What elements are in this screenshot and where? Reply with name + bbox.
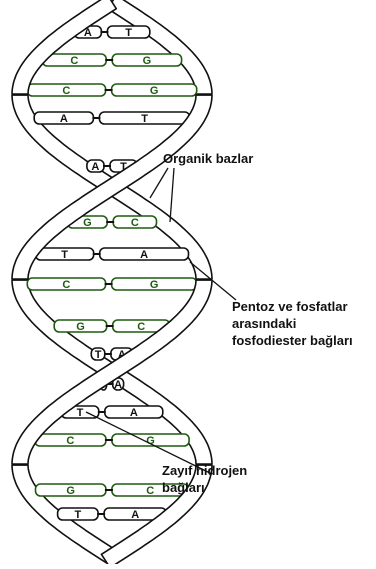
- base-letter: T: [141, 113, 148, 125]
- label-phosphodiester-line-3: fosfodiester bağları: [232, 332, 353, 349]
- base-right-G: G: [112, 54, 181, 67]
- base-left-G: G: [36, 484, 106, 497]
- base-left-C: C: [42, 54, 106, 67]
- label-hydrogen-bonds: Zayıf hidrojen bağları: [162, 462, 247, 496]
- base-letter: C: [137, 321, 145, 333]
- label-phosphodiester-line-2: arasındaki: [232, 315, 353, 332]
- base-right-A: A: [100, 248, 189, 261]
- label-organic-bases: Organik bazlar: [163, 150, 253, 167]
- base-left-T: T: [36, 248, 94, 261]
- base-left-C: C: [35, 434, 106, 447]
- base-letter: A: [131, 509, 139, 521]
- strand-2-front-segment-1: [12, 0, 116, 94]
- base-letter: A: [60, 113, 68, 125]
- base-letter: C: [70, 55, 78, 67]
- base-letter: C: [146, 485, 154, 497]
- leader-organic-bases-1: [150, 168, 168, 198]
- base-letter: A: [91, 161, 99, 173]
- base-letter: G: [150, 85, 159, 97]
- base-letter: G: [66, 485, 75, 497]
- base-letter: C: [131, 217, 139, 229]
- base-right-T: T: [99, 112, 189, 125]
- base-letter: T: [61, 249, 68, 261]
- base-letter: G: [83, 217, 92, 229]
- base-letter: G: [150, 279, 159, 291]
- base-left-G: G: [54, 320, 106, 333]
- base-left-C: C: [27, 278, 105, 291]
- base-left-T: T: [91, 348, 105, 361]
- label-hydrogen-line-1: Zayıf hidrojen: [162, 462, 247, 479]
- base-letter: G: [143, 55, 152, 67]
- label-phosphodiester-bonds: Pentoz ve fosfatlar arasındaki fosfodies…: [232, 298, 353, 349]
- base-letter: T: [95, 349, 102, 361]
- base-pairs: ATCGCGATATGCTACGGCTATATACGGCTA: [27, 26, 196, 521]
- base-left-C: C: [27, 84, 105, 97]
- base-right-C: C: [113, 216, 156, 229]
- base-letter: C: [62, 85, 70, 97]
- base-letter: G: [76, 321, 85, 333]
- base-right-A: A: [105, 406, 163, 419]
- label-hydrogen-line-2: bağları: [162, 479, 247, 496]
- label-phosphodiester-line-1: Pentoz ve fosfatlar: [232, 298, 353, 315]
- base-left-A: A: [87, 160, 104, 173]
- base-left-T: T: [58, 508, 99, 521]
- base-letter: C: [66, 435, 74, 447]
- base-right-G: G: [112, 84, 197, 97]
- base-letter: A: [130, 407, 138, 419]
- base-right-G: G: [112, 434, 189, 447]
- base-letter: C: [62, 279, 70, 291]
- base-letter: A: [114, 379, 122, 391]
- base-letter: A: [140, 249, 148, 261]
- base-letter: T: [75, 509, 82, 521]
- strand-1-back-segment-1: [108, 0, 212, 94]
- leader-organic-bases-2: [170, 168, 174, 222]
- base-left-A: A: [34, 112, 93, 125]
- base-right-G: G: [112, 278, 197, 291]
- base-letter: T: [125, 27, 132, 39]
- base-right-T: T: [107, 26, 149, 39]
- base-letter: T: [77, 407, 84, 419]
